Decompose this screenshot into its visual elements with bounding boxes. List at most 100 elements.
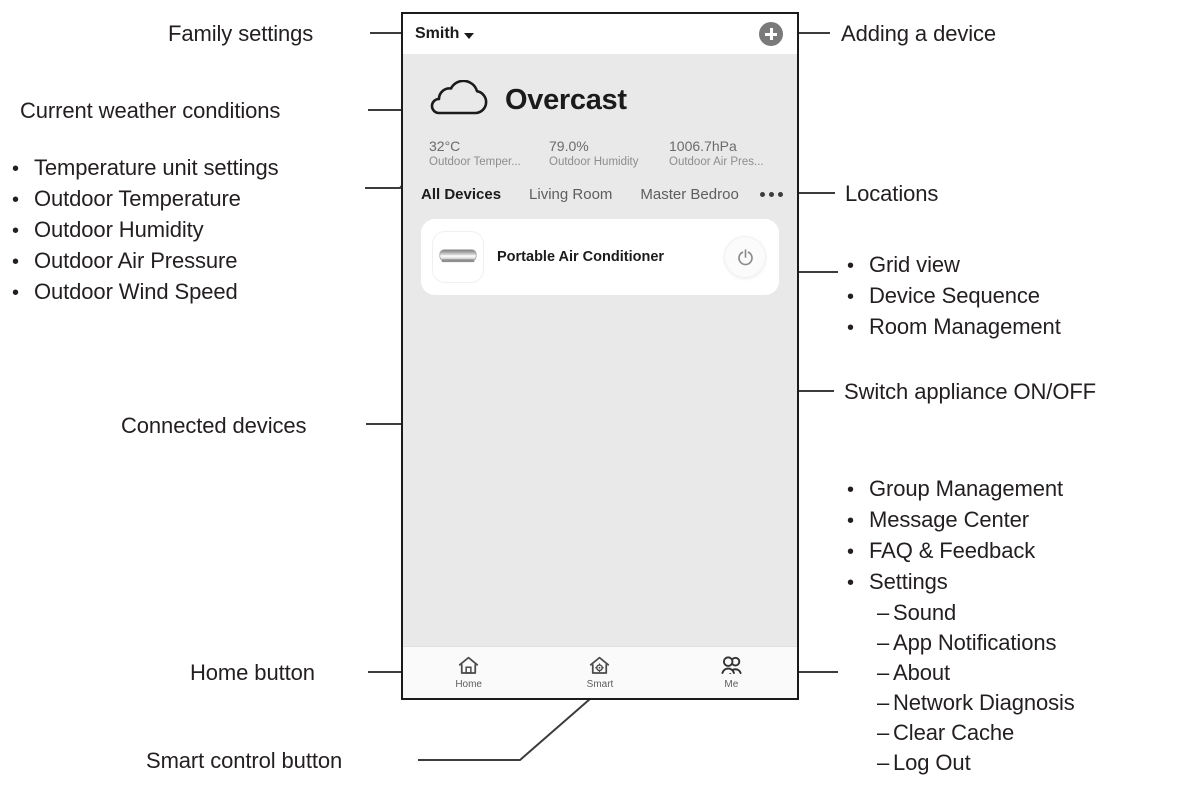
annotation-adding-a-device: Adding a device: [841, 21, 997, 46]
annotation-home-button: Home button: [190, 658, 315, 688]
list-item-label: Group Management: [869, 476, 1064, 501]
annotation-me-items: • Group Management •Message Center • FAQ &…: [847, 474, 1075, 778]
tab-all-devices[interactable]: All Devices: [421, 186, 515, 203]
list-item-label: Outdoor Wind Speed: [34, 279, 238, 304]
device-name-label: Portable Air Conditioner: [497, 249, 665, 265]
bullet-icon: •: [847, 286, 854, 308]
annotation-overflow-items: • Grid view •Device Sequence • Room Manage…: [847, 250, 1061, 343]
list-item: –Log Out: [847, 748, 1075, 778]
nav-item-me[interactable]: Me: [666, 655, 797, 690]
tab-master-bedroom[interactable]: Master Bedroo: [626, 186, 752, 203]
list-item: –Sound: [847, 598, 1075, 628]
list-item: • Outdoor Temperature: [12, 184, 279, 215]
bottom-navigation: Home Smart: [403, 646, 797, 698]
room-tabs: All Devices Living Room Master Bedroo: [403, 170, 797, 203]
dash-icon: –: [877, 690, 890, 715]
list-item-label: About: [893, 660, 950, 685]
annotation-locations: Locations: [845, 181, 939, 206]
nav-label: Smart: [586, 679, 614, 690]
family-name-label: Smith: [415, 25, 460, 42]
list-item: • Temperature unit settings: [12, 153, 279, 184]
list-item: • Group Management: [847, 474, 1075, 505]
device-list: Portable Air Conditioner: [403, 203, 797, 295]
list-item: –Network Diagnosis: [847, 688, 1075, 718]
device-card-portable-air-conditioner[interactable]: Portable Air Conditioner: [421, 219, 779, 295]
stat-value: 79.0%: [549, 138, 589, 154]
stat-value: 1006.7hPa: [669, 138, 737, 154]
tab-living-room[interactable]: Living Room: [515, 186, 626, 203]
bullet-icon: •: [12, 282, 19, 304]
annotation-home-rest: button: [248, 660, 315, 685]
list-item: •Message Center: [847, 505, 1075, 536]
annotation-smart-rest: control button: [204, 748, 343, 773]
more-horizontal-icon[interactable]: [754, 192, 783, 197]
dash-icon: –: [877, 600, 890, 625]
room-tabs-scroller[interactable]: All Devices Living Room Master Bedroo: [421, 186, 754, 203]
nav-item-smart[interactable]: Smart: [534, 655, 665, 690]
nav-item-home[interactable]: Home: [403, 655, 534, 690]
home-icon: [459, 656, 479, 674]
annotation-smart-button: Smart control button: [146, 746, 342, 776]
stat-outdoor-temperature[interactable]: 32°C Outdoor Temper...: [429, 138, 549, 170]
home-gear-icon: [590, 656, 610, 674]
tab-label: All Devices: [421, 186, 502, 203]
content-spacer: [403, 295, 797, 646]
bullet-icon: •: [847, 255, 854, 277]
plus-circle-icon[interactable]: [759, 22, 783, 46]
power-icon[interactable]: [725, 237, 765, 277]
annotation-connected-devices: Connected devices: [121, 413, 307, 438]
stat-outdoor-air-pressure[interactable]: 1006.7hPa Outdoor Air Pres...: [669, 138, 789, 170]
dash-icon: –: [877, 660, 890, 685]
list-item-label: FAQ & Feedback: [869, 538, 1036, 563]
list-item: • Room Management: [847, 312, 1061, 343]
list-item: • Grid view: [847, 250, 1061, 281]
tab-label: Living Room: [529, 186, 613, 203]
list-item-label: Grid view: [869, 252, 960, 277]
list-item-label: Room Management: [869, 314, 1061, 339]
stat-outdoor-humidity[interactable]: 79.0% Outdoor Humidity: [549, 138, 669, 170]
list-item-label: Outdoor Air Pressure: [34, 248, 238, 273]
list-item: –Clear Cache: [847, 718, 1075, 748]
bullet-icon: •: [12, 189, 19, 211]
app-header: Smith: [403, 14, 797, 54]
list-item-label: Temperature unit settings: [34, 155, 279, 180]
bullet-icon: •: [12, 220, 19, 242]
annotation-home-bold: Home: [190, 660, 249, 685]
nav-label: Home: [455, 679, 482, 690]
weather-stats: 32°C Outdoor Temper... 79.0% Outdoor Hum…: [429, 138, 771, 170]
list-item-label: Message Center: [869, 507, 1030, 532]
list-item-label: Settings: [869, 569, 948, 594]
bullet-icon: •: [847, 479, 854, 501]
nav-label: Me: [724, 679, 739, 690]
list-item: • Outdoor Humidity: [12, 215, 279, 246]
list-item: • FAQ & Feedback: [847, 536, 1075, 567]
list-item-label: Outdoor Temperature: [34, 186, 241, 211]
list-item: • Outdoor Air Pressure: [12, 246, 279, 277]
list-item-label: Network Diagnosis: [893, 690, 1075, 715]
stat-label: Outdoor Air Pres...: [669, 156, 764, 168]
app-body: Overcast 32°C Outdoor Temper... 79.0% Ou…: [403, 54, 797, 698]
bullet-icon: •: [12, 158, 19, 180]
list-item: •Settings: [847, 567, 1075, 598]
dash-icon: –: [877, 630, 890, 655]
list-item: •Device Sequence: [847, 281, 1061, 312]
bullet-icon: •: [847, 541, 854, 563]
bullet-icon: •: [847, 317, 854, 339]
bullet-icon: •: [12, 251, 19, 273]
list-item-label: Sound: [893, 600, 957, 625]
list-item-label: Log Out: [893, 750, 971, 775]
weather-panel[interactable]: Overcast 32°C Outdoor Temper... 79.0% Ou…: [403, 54, 797, 170]
family-settings-button[interactable]: Smith: [415, 25, 475, 43]
list-item: –About: [847, 658, 1075, 688]
stat-value: 32°C: [429, 138, 461, 154]
stat-label: Outdoor Humidity: [549, 156, 639, 168]
stat-label: Outdoor Temper...: [429, 156, 521, 168]
annotation-family-settings: Family settings: [168, 21, 314, 46]
list-item: –App Notifications: [847, 628, 1075, 658]
phone-mockup: Smith Overcast 32°C Outdoor Temper...: [401, 12, 799, 700]
cloud-icon: [430, 80, 488, 115]
chevron-down-icon: [464, 32, 475, 39]
dash-icon: –: [877, 750, 890, 775]
list-item-label: Outdoor Humidity: [34, 217, 204, 242]
